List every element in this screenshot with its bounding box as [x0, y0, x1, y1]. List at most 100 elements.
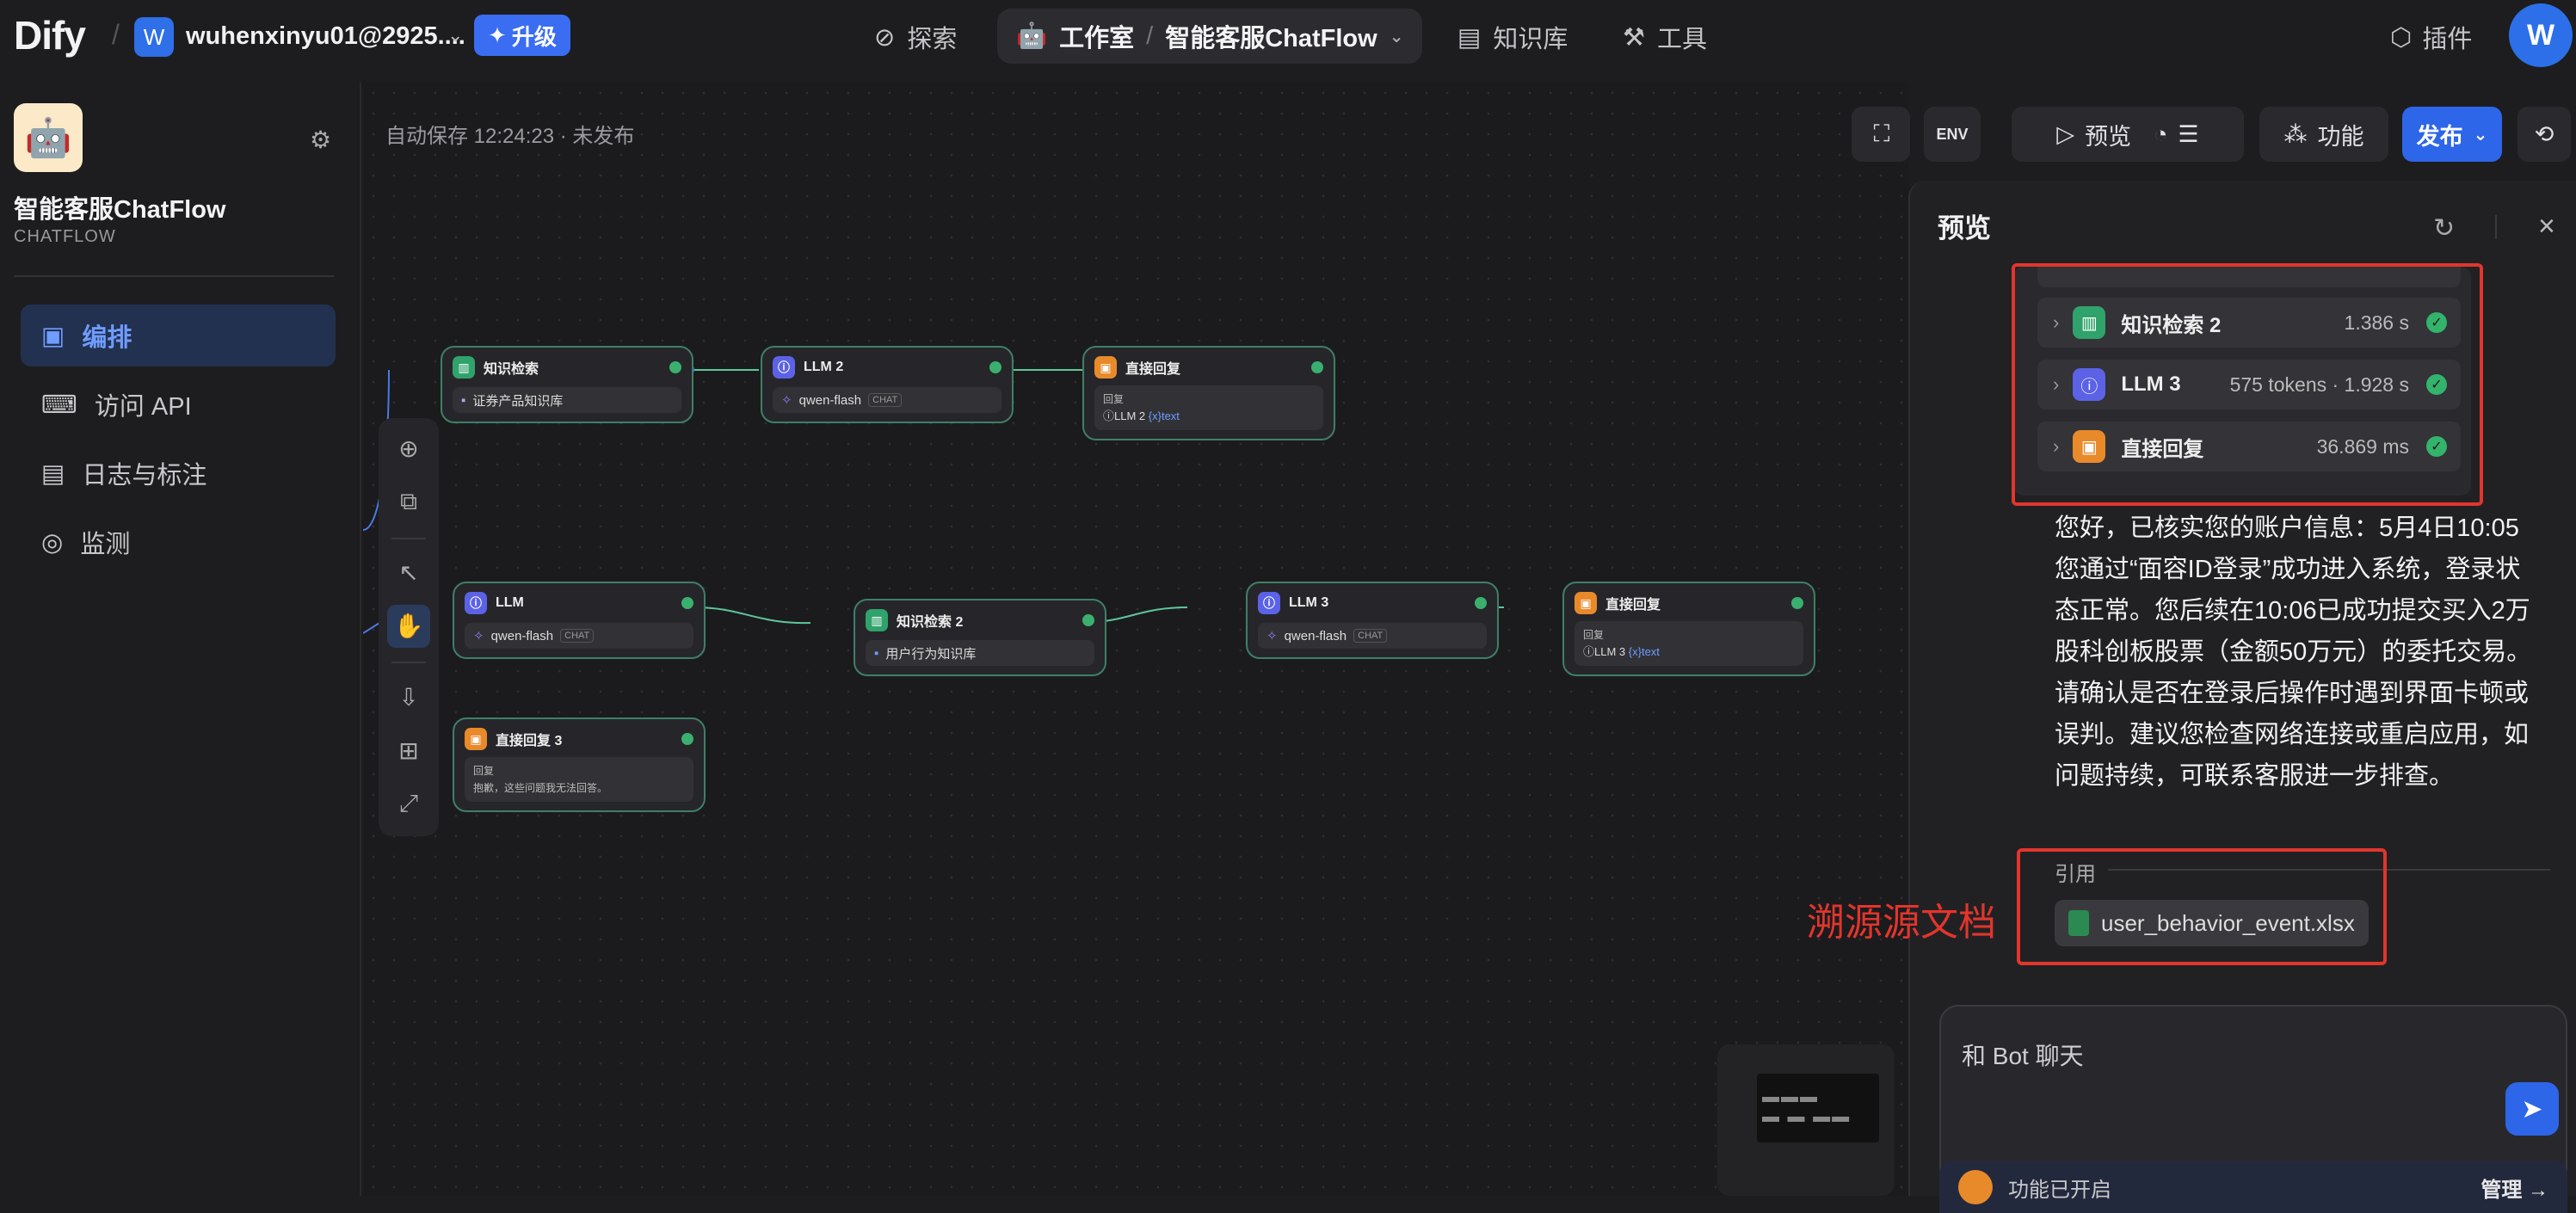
user-avatar[interactable]: W: [2509, 3, 2573, 67]
sidebar-item-label: 编排: [82, 324, 132, 352]
reply-icon: ▣: [2073, 430, 2106, 463]
model-mode-tag: CHAT: [868, 393, 903, 407]
annotation-trace-source: 溯源源文档: [1807, 902, 1996, 944]
sidebar-item-orchestrate[interactable]: ▣编排: [21, 305, 336, 366]
model-icon: ✧: [473, 629, 484, 643]
minimap[interactable]: ▬▬▬▬ ▬ ▬▬: [1717, 1044, 1895, 1196]
node-direct-reply-3[interactable]: ▣直接回复 3 回复 抱歉，这些问题我无法回答。: [453, 717, 706, 812]
chevron-down-icon[interactable]: ⌄: [1389, 27, 1404, 46]
citation-file-chip[interactable]: user_behavior_event.xlsx: [2055, 900, 2369, 946]
nav-explore[interactable]: ⊘探索: [874, 19, 957, 55]
add-node-icon[interactable]: ⊕: [398, 434, 419, 462]
citation-file-name: user_behavior_event.xlsx: [2101, 909, 2355, 936]
minimap-nodes: ▬▬▬▬ ▬ ▬▬: [1762, 1087, 1852, 1126]
knowledge-base-name: 用户行为知识库: [885, 646, 977, 662]
reply-content: 回复 抱歉，这些问题我无法回答。: [465, 757, 693, 802]
sidebar-item-monitor[interactable]: ◎监测: [21, 511, 336, 573]
features-label: 功能: [2317, 123, 2364, 150]
publish-label: 发布: [2416, 123, 2463, 150]
version-history-icon[interactable]: ⟲: [2517, 107, 2571, 162]
debug-icon[interactable]: ⛶: [1853, 107, 1910, 162]
checklist-icon[interactable]: ☰: [2178, 120, 2199, 147]
dify-logo[interactable]: Dify: [14, 13, 86, 58]
preview-button-group: ▷ 预览 ◔ ☰: [2012, 107, 2244, 162]
reply-text: 抱歉，这些问题我无法回答。: [473, 782, 608, 794]
features-button[interactable]: ⁂ 功能: [2259, 107, 2388, 162]
preview-label[interactable]: 预览: [2085, 123, 2132, 150]
trace-node-name: 直接回复: [2121, 437, 2204, 461]
upgrade-button[interactable]: ✦升级: [474, 15, 570, 56]
divider: [2495, 215, 2497, 239]
autosave-status: 自动保存 12:24:23 · 未发布: [385, 125, 635, 148]
reply-label: 回复: [1103, 393, 1125, 405]
book-icon: ▥: [453, 356, 475, 379]
llm-icon: ⓘ: [773, 356, 795, 379]
canvas-toolbar: ⊕ ⧉ ↖ ✋ ⇩ ⊞ ⤢: [379, 418, 439, 836]
variable-name: text: [1161, 409, 1180, 422]
node-title: 知识检索: [484, 362, 539, 377]
pointer-icon[interactable]: ↖: [398, 559, 419, 587]
knowledge-base-chip: ▪用户行为知识库: [866, 640, 1094, 666]
publish-button[interactable]: 发布⌄: [2402, 107, 2502, 162]
plugin-button[interactable]: ⬡插件: [2390, 19, 2472, 55]
hammer-icon: ⚒: [1623, 23, 1645, 52]
sidebar-item-api[interactable]: ⌨访问 API: [21, 373, 336, 435]
refresh-icon[interactable]: ↻: [2433, 214, 2456, 243]
reply-icon: ▣: [1575, 592, 1597, 614]
reply-label: 回复: [473, 765, 495, 777]
close-icon[interactable]: ×: [2538, 210, 2555, 243]
model-name: qwen-flash: [798, 392, 862, 408]
env-button[interactable]: ENV: [1924, 107, 1981, 162]
node-direct-reply[interactable]: ▣直接回复 回复 ⓘLLM 2 {x}text: [1082, 346, 1335, 440]
app-type: CHATFLOW: [14, 227, 116, 246]
divider: [391, 662, 426, 664]
history-icon[interactable]: ◔: [2154, 120, 2168, 147]
add-note-icon[interactable]: ⧉: [400, 487, 417, 514]
export-image-icon[interactable]: ⇩: [398, 683, 419, 711]
chat-placeholder: 和 Bot 聊天: [1962, 1043, 2084, 1069]
trace-row[interactable]: › ⓘ LLM 3 575 tokens · 1.928 s ✓: [2037, 360, 2461, 409]
nav-explore-label: 探索: [907, 26, 958, 53]
variable-node: LLM 2: [1114, 409, 1146, 422]
variable-node: LLM 3: [1594, 645, 1626, 658]
gauge-icon: ◎: [41, 528, 64, 557]
send-button[interactable]: ➤: [2505, 1082, 2559, 1136]
nav-studio[interactable]: 🤖 工作室 / 智能客服ChatFlow ⌄: [997, 9, 1422, 64]
sidebar-item-logs[interactable]: ▤日志与标注: [21, 442, 336, 504]
node-knowledge-retrieval-2[interactable]: ▥知识检索 2 ▪用户行为知识库: [854, 599, 1106, 676]
check-icon: ✓: [2426, 374, 2447, 395]
grid-icon: ⁂: [2283, 120, 2308, 147]
hand-icon[interactable]: ✋: [387, 604, 430, 649]
current-app-breadcrumb[interactable]: 智能客服ChatFlow: [1165, 25, 1377, 52]
node-direct-reply-2[interactable]: ▣直接回复 回复 ⓘLLM 3 {x}text: [1562, 582, 1815, 676]
nav-knowledge[interactable]: ▤知识库: [1457, 19, 1568, 55]
success-check-icon: [681, 597, 693, 609]
play-icon[interactable]: ▷: [2056, 120, 2075, 147]
chevron-down-icon[interactable]: ⌄: [447, 24, 464, 46]
workspace-name[interactable]: wuhenxinyu01@2925....: [186, 22, 465, 50]
sliders-icon[interactable]: ⚙: [310, 126, 332, 153]
trace-row[interactable]: › ▣ 直接回复 36.869 ms ✓: [2037, 422, 2461, 471]
nav-tools[interactable]: ⚒ 工具: [1623, 19, 1707, 55]
maximize-icon[interactable]: ⤢: [398, 790, 419, 817]
nav-tools-label: 工具: [1657, 26, 1708, 53]
bot-answer: 您好，已核实您的账户信息：5月4日10:05您通过“面容ID登录”成功进入系统，…: [2055, 514, 2532, 790]
sidebar-item-label: 日志与标注: [82, 462, 207, 490]
workspace-avatar[interactable]: W: [134, 17, 174, 57]
cube-icon: ⬡: [2390, 23, 2413, 52]
organize-icon[interactable]: ⊞: [398, 737, 419, 764]
knowledge-base-chip: ▪证券产品知识库: [453, 387, 681, 413]
node-title: LLM 2: [804, 360, 844, 374]
success-check-icon: [669, 361, 681, 373]
app-robot-icon: 🤖: [14, 103, 83, 172]
folder-icon: ▪: [461, 392, 466, 408]
spreadsheet-icon: [2068, 910, 2089, 936]
node-knowledge-retrieval[interactable]: ▥ 知识检索 ▪证券产品知识库: [441, 346, 693, 423]
trace-row[interactable]: › ▥ 知识检索 2 1.386 s ✓: [2037, 298, 2461, 348]
highlight-frame-trace: [2012, 263, 2483, 506]
manage-link[interactable]: 管理 →: [2480, 1178, 2548, 1202]
